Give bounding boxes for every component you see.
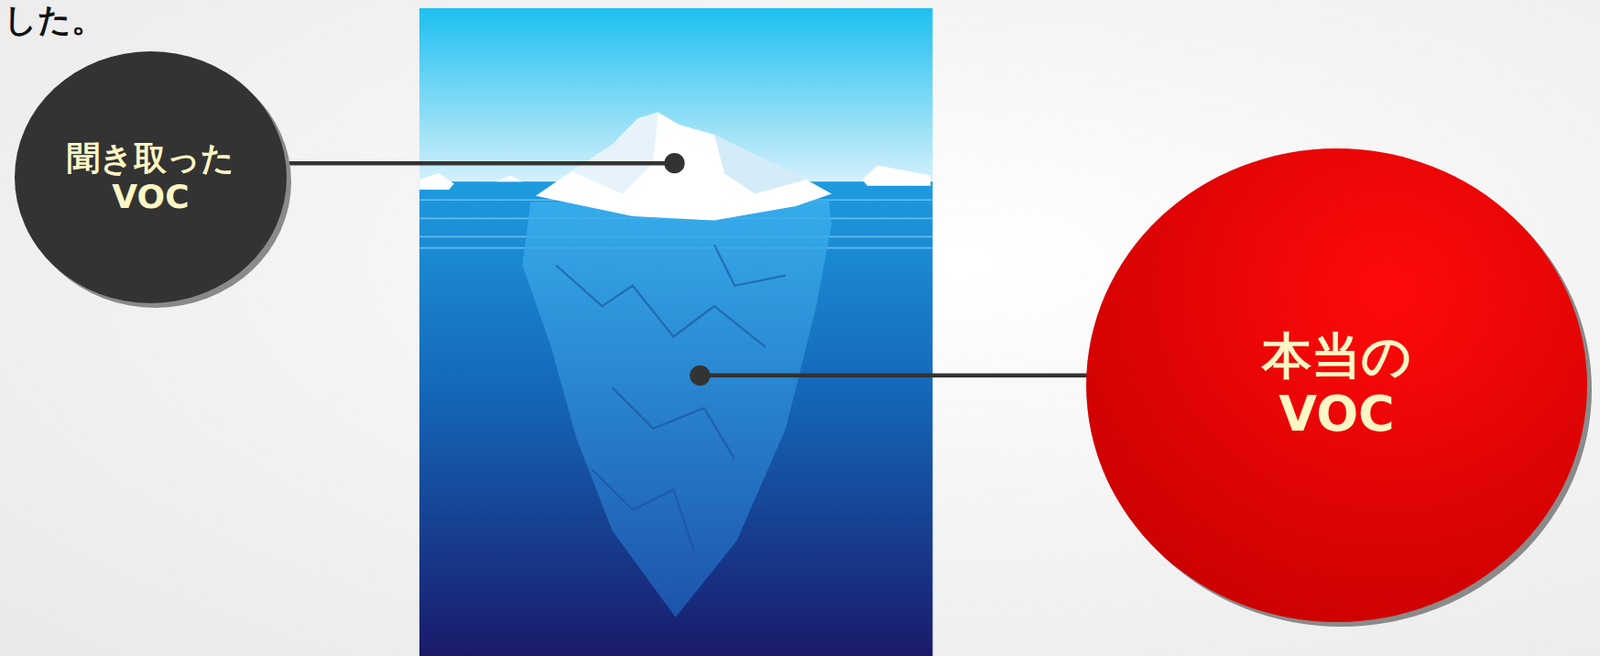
node-text: 本当の VOC <box>1240 327 1434 442</box>
node-text: 聞き取った VOC <box>45 139 257 216</box>
heading-fragment: した。 <box>3 1 105 39</box>
circle-node: 本当の VOC <box>1083 145 1590 625</box>
circle-node: 聞き取った VOC <box>11 48 290 306</box>
